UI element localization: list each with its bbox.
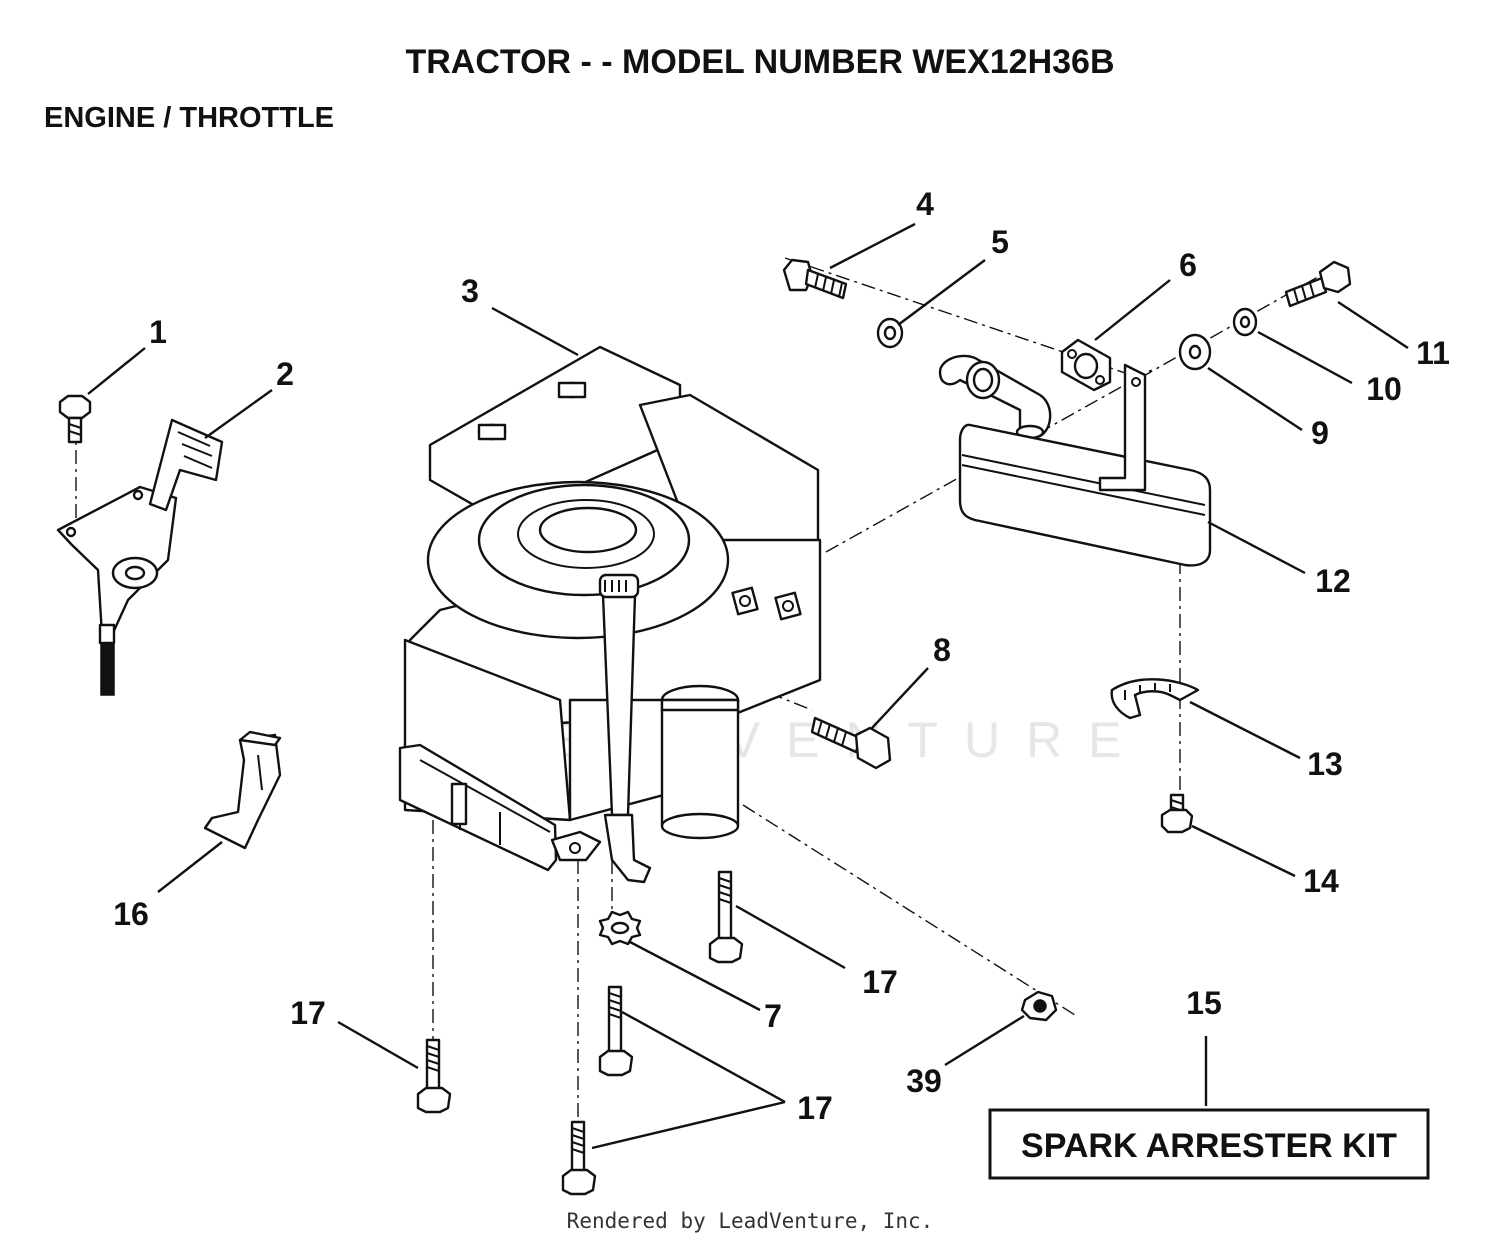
- footer-credit: Rendered by LeadVenture, Inc.: [567, 1209, 934, 1233]
- part-6-gasket: [1060, 338, 1112, 392]
- callout-2: 2: [276, 356, 294, 392]
- callout-8: 8: [933, 632, 951, 668]
- part-3-engine: [398, 345, 822, 884]
- part-1-screw: [58, 394, 92, 444]
- callout-17-c: 17: [797, 1090, 833, 1126]
- callout-1: 1: [149, 314, 167, 350]
- callout-15: 15: [1186, 985, 1222, 1021]
- part-17-bolt-c: [598, 985, 634, 1077]
- callout-14: 14: [1303, 863, 1339, 899]
- part-2-throttle-control: [56, 418, 224, 696]
- part-17-bolt-a: [708, 870, 744, 964]
- callout-9: 9: [1311, 415, 1329, 451]
- callout-5: 5: [991, 224, 1009, 260]
- callout-17-b: 17: [290, 995, 326, 1031]
- page-title: TRACTOR - - MODEL NUMBER WEX12H36B: [405, 43, 1114, 81]
- part-10-lockwasher: [1232, 307, 1258, 337]
- part-4-bolt: [782, 258, 848, 300]
- part-7-star-washer: [598, 910, 642, 946]
- callout-4: 4: [916, 186, 934, 222]
- part-11-bolt: [1284, 260, 1352, 308]
- part-16-bracket: [203, 730, 282, 850]
- section-title: ENGINE / THROTTLE: [44, 102, 334, 134]
- part-8-bolt: [810, 716, 892, 770]
- spark-arrester-kit-box: SPARK ARRESTER KIT: [988, 1108, 1430, 1180]
- part-13-spark-arrester: [1110, 678, 1200, 720]
- part-14-screw: [1160, 793, 1194, 834]
- callout-13: 13: [1307, 746, 1343, 782]
- callout-3: 3: [461, 273, 479, 309]
- exhaust-elbow: [938, 354, 1052, 440]
- callout-17-a: 17: [862, 964, 898, 1000]
- callout-12: 12: [1315, 563, 1351, 599]
- callout-7: 7: [764, 998, 782, 1034]
- part-5-washer: [876, 317, 904, 349]
- callout-numbers: 1 2 3 4 5 6 7 8 9 10 11 12 13 14 15 16 1…: [113, 186, 1450, 1126]
- callout-11: 11: [1416, 335, 1450, 371]
- spark-arrester-kit-label: SPARK ARRESTER KIT: [1021, 1127, 1397, 1165]
- leader-lines: [87, 222, 1409, 1150]
- callout-39: 39: [906, 1063, 942, 1099]
- callout-6: 6: [1179, 247, 1197, 283]
- part-9-washer: [1178, 333, 1212, 371]
- part-39-nut: [1020, 990, 1058, 1022]
- part-17-bolt-d: [561, 1120, 597, 1196]
- callout-10: 10: [1366, 371, 1402, 407]
- callout-16: 16: [113, 896, 149, 932]
- part-12-muffler: [958, 363, 1212, 567]
- part-17-bolt-b: [416, 1038, 452, 1114]
